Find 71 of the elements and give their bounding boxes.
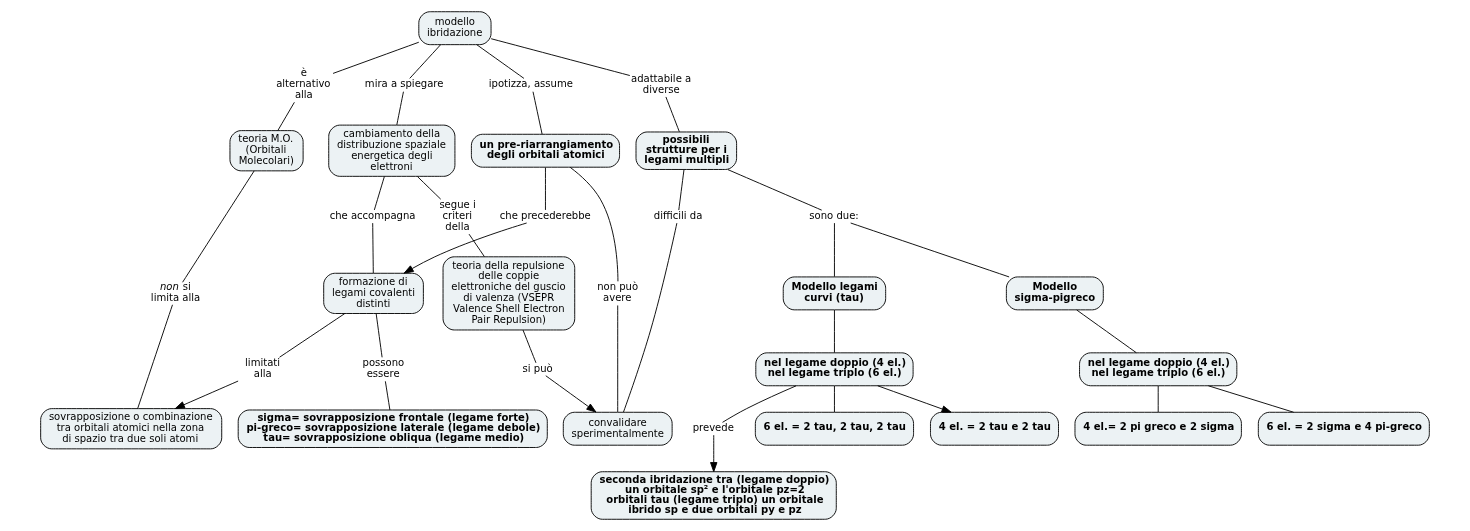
arrow xyxy=(877,385,952,413)
node-box: teoria della repulsione delle coppie elettroniche del guscio di valenza (VSEPR Valence Shell Electron Pair Repulsion) xyxy=(442,256,576,331)
arrow xyxy=(403,222,528,274)
connector xyxy=(332,41,420,74)
node-text: mira a spiegare xyxy=(364,78,444,90)
connector xyxy=(722,385,797,423)
node-box: seconda ibridazione tra (legame doppio) un orbitale sp² e l'orbitale pz=2 orbitali tau (legame triplo) un orbitale ibrido sp e due orbitali py e pz xyxy=(590,471,837,520)
connector xyxy=(417,176,442,200)
connector xyxy=(1157,385,1159,413)
connector xyxy=(137,304,173,409)
node-box: cambiamento della distribuzione spaziale energetica degli elettroni xyxy=(328,124,456,177)
node-text: che accompagna xyxy=(329,210,416,222)
connector xyxy=(375,313,383,358)
connector xyxy=(277,101,295,131)
node-text: segue i criteri della xyxy=(439,199,476,233)
connector xyxy=(373,176,385,211)
node-text: sono due: xyxy=(809,210,859,222)
node-text: ipotizza, assume xyxy=(488,78,573,90)
node-text: limitati alla xyxy=(245,357,281,380)
node-text: non si limita alla xyxy=(150,281,201,303)
connector xyxy=(850,222,1010,278)
arrow xyxy=(174,380,239,409)
arrow xyxy=(710,434,718,473)
node-box: 6 el. = 2 tau, 2 tau, 2 tau xyxy=(754,411,914,446)
node-box: 4 el.= 2 pi greco e 2 sigma xyxy=(1074,411,1242,446)
node-text: che precederebbe xyxy=(499,210,591,222)
connector xyxy=(545,167,546,211)
node-box: sovrapposizione o combinazione tra orbitali atomici nella zona di spazio tra due soli atomi xyxy=(40,408,223,450)
connector xyxy=(678,169,685,211)
connector xyxy=(617,305,619,413)
node-box: Modello sigma-pigreco xyxy=(1005,276,1104,311)
node-box: formazione di legami covalenti distinti xyxy=(323,272,424,314)
node-box: nel legame doppio (4 el.) nel legame triplo (6 el.) xyxy=(755,352,914,387)
connector xyxy=(834,222,835,278)
connector xyxy=(569,166,619,282)
connector xyxy=(384,380,391,411)
connector xyxy=(1076,309,1137,354)
connector xyxy=(476,44,525,79)
connector xyxy=(1207,385,1294,413)
connector xyxy=(665,96,680,133)
connector xyxy=(490,38,631,76)
connector xyxy=(834,385,835,413)
arrow xyxy=(545,375,597,413)
node-box: 6 el. = 2 sigma e 4 pi-greco xyxy=(1257,411,1430,446)
node-text: adattabile a diverse xyxy=(630,72,692,95)
node-text: non può avere xyxy=(597,281,639,304)
connector xyxy=(623,222,678,413)
connector xyxy=(182,170,255,283)
node-text: possono essere xyxy=(362,357,405,380)
connector xyxy=(522,329,537,364)
node-box: sigma= sovrapposizione frontale (legame forte) pi-greco= sovrapposizione laterale (legame debole) tau= sovrapposizione obliqua (legame medio) xyxy=(237,409,548,448)
node-box: convalidare sperimentalmente xyxy=(562,411,673,446)
connector xyxy=(468,233,485,257)
node-text: è alternativo alla xyxy=(276,67,331,101)
node-box: possibili strutture per i legami multipli xyxy=(635,131,738,170)
connector xyxy=(372,222,374,274)
node-box: Modello legami curvi (tau) xyxy=(782,276,887,311)
connector xyxy=(279,313,346,358)
connector xyxy=(409,44,442,79)
node-box: teoria M.O. (Orbitali Molecolari) xyxy=(229,130,304,172)
connector xyxy=(834,309,835,354)
connector xyxy=(532,91,543,135)
node-text: prevede xyxy=(692,422,734,434)
node-box: 4 el. = 2 tau e 2 tau xyxy=(930,411,1059,446)
node-box: modello ibridazione xyxy=(418,11,492,46)
node-text: difficili da xyxy=(653,210,703,222)
node-box: un pre-riarrangiamento degli orbitali atomici xyxy=(470,133,620,168)
connector xyxy=(727,169,823,211)
connector xyxy=(396,91,404,126)
node-box: nel legame doppio (4 el.) nel legame triplo (6 el.) xyxy=(1079,352,1238,387)
node-text: si può xyxy=(522,362,553,374)
